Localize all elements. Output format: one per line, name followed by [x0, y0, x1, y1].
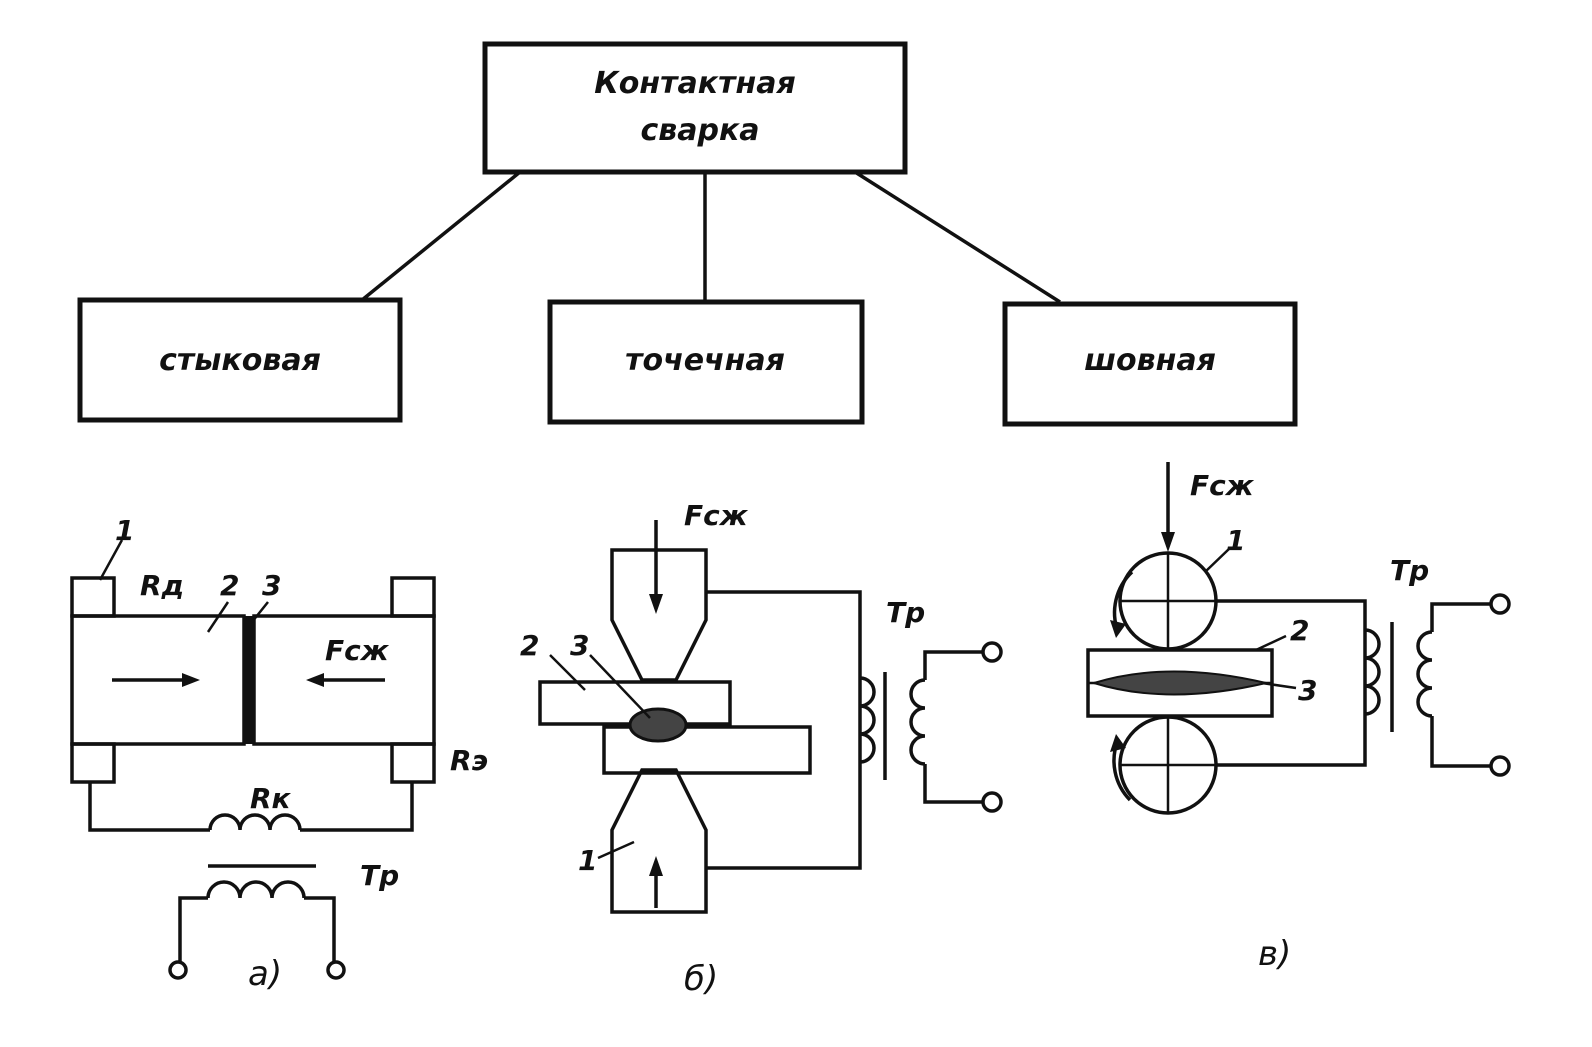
root-title-line2: сварка — [640, 113, 759, 148]
fig-a-r-e: Rэ — [450, 744, 488, 777]
fig-c-transformer: Тр — [1390, 554, 1429, 587]
fig-c-label-1: 1 — [1226, 524, 1245, 557]
figure-c-seam-welding: Fсж 1 2 3 Тр в) — [1086, 462, 1511, 974]
sheet-lower — [602, 725, 812, 775]
figure-b-spot-welding: Fсж 2 3 1 Тр б) — [520, 499, 1003, 999]
lead-bottom — [1430, 716, 1490, 768]
upper-electrode — [610, 548, 708, 682]
fig-c-force: Fсж — [1190, 469, 1255, 502]
lead-left — [178, 896, 208, 962]
lead-bottom — [923, 764, 982, 804]
leader-3 — [1261, 681, 1297, 690]
force-arrow-head — [1161, 532, 1175, 552]
terminal-right — [326, 960, 346, 980]
figure-a-butt-welding: 1 2 3 Rд Fсж Rэ Rк Тр а) — [70, 514, 488, 994]
transformer-secondary-coil — [909, 678, 926, 766]
circuit — [1216, 599, 1367, 767]
root-title-line1: Контактная — [594, 66, 795, 101]
circuit-right — [300, 782, 414, 832]
lead-top — [1430, 602, 1490, 632]
fig-b-caption: б) — [684, 959, 718, 999]
weld-joint — [243, 616, 255, 744]
fig-c-caption: в) — [1258, 934, 1291, 974]
child-label-spot: точечная — [625, 343, 785, 378]
clamp-top-left — [70, 576, 116, 618]
connector-left — [360, 170, 522, 302]
fig-a-r-k: Rк — [250, 782, 292, 815]
fig-b-label-1: 1 — [578, 844, 597, 877]
fig-a-force: Fсж — [325, 634, 390, 667]
arrow-left-head — [306, 673, 324, 687]
fig-a-label-3: 3 — [262, 569, 281, 602]
leader-1 — [1204, 547, 1231, 573]
lead-right — [304, 896, 336, 962]
child-box-seam — [1002, 301, 1298, 427]
terminal-top — [1489, 593, 1511, 615]
leader-3 — [589, 654, 651, 719]
child-label-seam: шовная — [1084, 343, 1216, 378]
fig-b-force: Fсж — [684, 499, 749, 532]
leader-2 — [549, 654, 586, 691]
circuit-left — [88, 782, 210, 832]
child-box-spot — [547, 299, 865, 425]
fig-a-transformer: Тр — [360, 859, 399, 892]
transformer-secondary-coil — [1416, 630, 1433, 718]
weld-seam — [1090, 670, 1267, 696]
clamp-bottom-left — [70, 742, 116, 784]
fig-b-transformer: Тр — [886, 596, 925, 629]
terminal-bottom — [1489, 755, 1511, 777]
force-arrow-bottom-head — [649, 856, 663, 876]
rotation-arrow-bottom-head — [1110, 734, 1126, 752]
hierarchy: Контактная сварка стыковая точечная шовн… — [77, 41, 1298, 427]
transformer-secondary-coil — [206, 880, 306, 899]
rotation-arrow-top-head — [1110, 620, 1126, 638]
terminal-left — [168, 960, 188, 980]
leader-1 — [98, 539, 124, 581]
fig-a-r-d: Rд — [140, 569, 184, 602]
root-box — [482, 41, 908, 175]
leader-1 — [597, 840, 635, 860]
arrow-right-head — [182, 673, 200, 687]
child-label-butt: стыковая — [159, 343, 321, 378]
circuit — [706, 590, 862, 870]
fig-a-caption: а) — [248, 954, 282, 994]
fig-a-label-2: 2 — [220, 569, 239, 602]
transformer-primary-coil — [1364, 628, 1381, 716]
leader-2 — [206, 601, 230, 633]
fig-b-label-2: 2 — [520, 629, 539, 662]
fig-c-label-2: 2 — [1290, 614, 1309, 647]
leader-2 — [1255, 634, 1287, 652]
fig-b-label-3: 3 — [570, 629, 589, 662]
weld-nugget — [628, 707, 688, 743]
terminal-top — [981, 641, 1003, 663]
fig-a-label-1: 1 — [115, 514, 134, 547]
child-box-butt — [77, 297, 403, 423]
lead-top — [923, 650, 982, 680]
force-arrow-top-head — [649, 594, 663, 614]
clamp-top-right — [390, 576, 436, 618]
transformer-primary-coil — [208, 813, 302, 831]
terminal-bottom — [981, 791, 1003, 813]
fig-c-label-3: 3 — [1298, 674, 1317, 707]
leader-3 — [251, 601, 269, 623]
transformer-primary-coil — [859, 676, 876, 764]
clamp-bottom-right — [390, 742, 436, 784]
connector-right — [854, 170, 1061, 304]
lower-electrode — [610, 768, 708, 914]
